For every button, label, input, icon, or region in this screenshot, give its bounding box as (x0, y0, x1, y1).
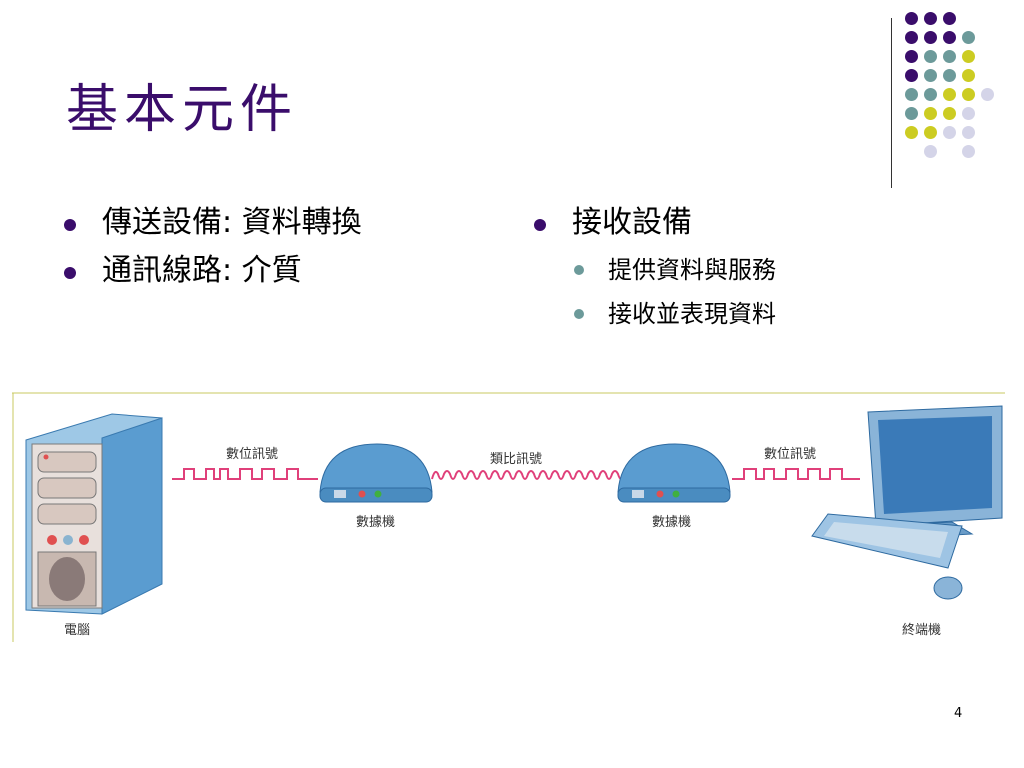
decorative-dot (943, 12, 956, 25)
decorative-dot (962, 107, 975, 120)
decorative-dot (905, 12, 918, 25)
decorative-dot (962, 50, 975, 63)
decorative-dot (943, 69, 956, 82)
decorative-dot (905, 50, 918, 63)
modem-left-label: 數據機 (356, 515, 395, 530)
decorative-dot (924, 69, 937, 82)
left-bullet-column: 傳送設備: 資料轉換 通訊線路: 介質 (62, 200, 362, 296)
decorative-dot (943, 31, 956, 44)
decorative-dot (924, 145, 937, 158)
analog-signal-line (431, 470, 625, 480)
decorative-dot (905, 88, 918, 101)
decorative-dot (943, 50, 956, 63)
computer-tower-icon (25, 413, 163, 615)
digital-signal-right-label: 數位訊號 (764, 447, 816, 462)
decorative-dot (962, 31, 975, 44)
modem-left-icon (319, 443, 433, 503)
decorative-dot (905, 126, 918, 139)
decorative-dot (924, 107, 937, 120)
slide-title: 基本元件 (66, 80, 299, 140)
terminal-label: 終端機 (902, 622, 941, 638)
network-diagram: 電腦 數位訊號 數據機 類比訊號 數據機 數位訊號 (12, 392, 1005, 642)
decorative-dot-grid (905, 12, 995, 172)
decorative-dot (924, 126, 937, 139)
modem-right-icon (617, 443, 731, 503)
bullet-item-channel: 通訊線路: 介質 (62, 248, 362, 296)
terminal-icon (811, 405, 1003, 600)
bullet-item-receive: 接收設備 (532, 200, 776, 248)
decorative-dot (943, 88, 956, 101)
decorative-dot (924, 12, 937, 25)
title-divider (891, 18, 892, 188)
decorative-dot (962, 69, 975, 82)
sub-bullet-provide-service: 提供資料與服務 (570, 248, 776, 292)
decorative-dot (962, 145, 975, 158)
decorative-dot (924, 50, 937, 63)
computer-label: 電腦 (64, 623, 90, 638)
digital-signal-left-line (172, 468, 318, 480)
decorative-dot (905, 31, 918, 44)
decorative-dot (905, 69, 918, 82)
digital-signal-right-line (732, 468, 860, 480)
digital-signal-left-label: 數位訊號 (226, 447, 278, 462)
decorative-dot (905, 107, 918, 120)
page-number: 4 (954, 706, 963, 721)
sub-bullet-display-data: 接收並表現資料 (570, 292, 776, 336)
decorative-dot (924, 88, 937, 101)
analog-signal-label: 類比訊號 (490, 452, 542, 467)
decorative-dot (981, 88, 994, 101)
modem-right-label: 數據機 (652, 515, 691, 530)
right-bullet-column: 接收設備 提供資料與服務 接收並表現資料 (532, 200, 776, 336)
decorative-dot (943, 107, 956, 120)
decorative-dot (924, 31, 937, 44)
decorative-dot (962, 88, 975, 101)
decorative-dot (943, 126, 956, 139)
bullet-item-transmit: 傳送設備: 資料轉換 (62, 200, 362, 248)
decorative-dot (962, 126, 975, 139)
